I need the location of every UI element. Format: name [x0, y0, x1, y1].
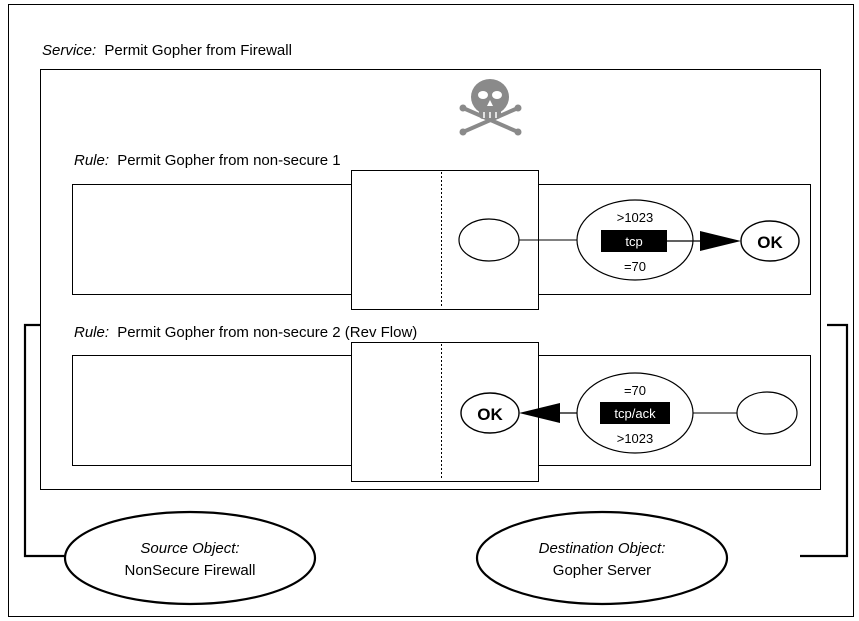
- rule-1-protocol-label: tcp: [625, 234, 642, 249]
- source-bracket: [23, 323, 72, 558]
- destination-object-name: Gopher Server: [553, 562, 651, 579]
- rule-1-port-bottom: =70: [624, 259, 646, 274]
- rule-2-protocol-label: tcp/ack: [614, 406, 656, 421]
- rule-2-port-top: =70: [624, 383, 646, 398]
- source-object-title: Source Object:: [140, 540, 239, 557]
- rule-1-prefix: Rule:: [74, 152, 109, 169]
- skull-crossbones-icon: [459, 79, 522, 136]
- source-object: [63, 510, 317, 606]
- rule-2-protocol-bg: [600, 402, 670, 424]
- destination-bracket: [800, 323, 849, 558]
- service-prefix: Service:: [42, 42, 96, 59]
- rule-2-port-bottom: >1023: [617, 431, 654, 446]
- rule-1-result-node: [740, 220, 800, 262]
- rule-1-source-node: [458, 218, 520, 262]
- rule-1-result-label: OK: [757, 233, 783, 252]
- rule-2-arrowhead-icon: [519, 403, 560, 423]
- rule-2-result-label: OK: [477, 405, 503, 424]
- rule-2-destination-node: [736, 391, 798, 435]
- service-title: Service: Permit Gopher from Firewall: [42, 42, 292, 59]
- rule-1-protocol-bg: [601, 230, 667, 252]
- rule-2-prefix: Rule:: [74, 324, 109, 341]
- service-name: Permit Gopher from Firewall: [104, 42, 292, 59]
- rule-1-arrowhead-icon: [700, 231, 741, 251]
- rule-1-title: Rule: Permit Gopher from non-secure 1: [74, 152, 341, 169]
- destination-object: [475, 510, 729, 606]
- rule-2-title: Rule: Permit Gopher from non-secure 2 (R…: [74, 324, 417, 341]
- rule-1-port-top: >1023: [617, 210, 654, 225]
- destination-object-title: Destination Object:: [539, 540, 666, 557]
- source-object-name: NonSecure Firewall: [125, 562, 256, 579]
- rule-1-name: Permit Gopher from non-secure 1: [117, 152, 340, 169]
- rule-2-name: Permit Gopher from non-secure 2 (Rev Flo…: [117, 324, 417, 341]
